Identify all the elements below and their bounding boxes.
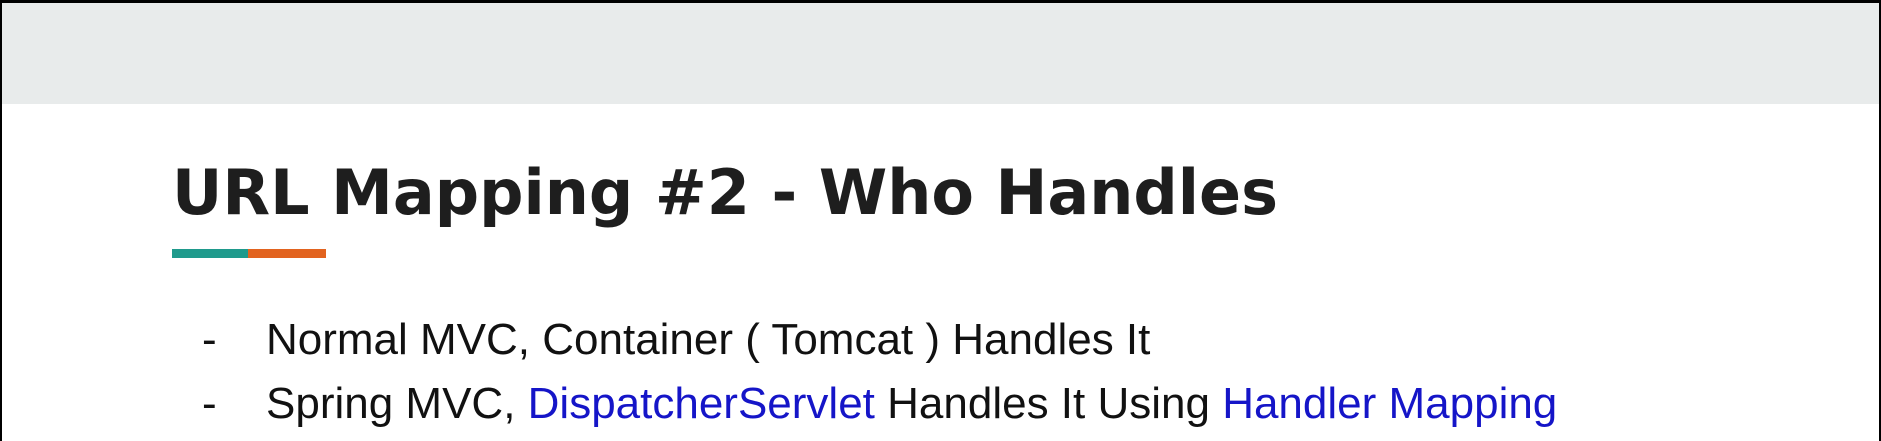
title-underline	[172, 249, 326, 258]
bullet-text: Normal MVC, Container ( Tomcat ) Handles…	[266, 315, 1151, 364]
bullet-dash: -	[202, 379, 217, 428]
bullet-text-part: Spring MVC,	[266, 379, 528, 428]
bullet-dash: -	[202, 315, 217, 364]
slide-title: URL Mapping #2 - Who Handles	[172, 156, 1278, 229]
header-band	[2, 3, 1879, 104]
underline-orange-segment	[248, 249, 326, 258]
highlight-dispatcher-servlet: DispatcherServlet	[527, 379, 875, 428]
highlight-handler-mapping: Handler Mapping	[1222, 379, 1558, 428]
bullet-text-part: Handles It Using	[874, 379, 1223, 428]
bullet-text: Spring MVC, DispatcherServlet Handles It…	[266, 372, 1557, 436]
underline-teal-segment	[172, 249, 248, 258]
slide: URL Mapping #2 - Who Handles - Normal MV…	[2, 3, 1879, 441]
